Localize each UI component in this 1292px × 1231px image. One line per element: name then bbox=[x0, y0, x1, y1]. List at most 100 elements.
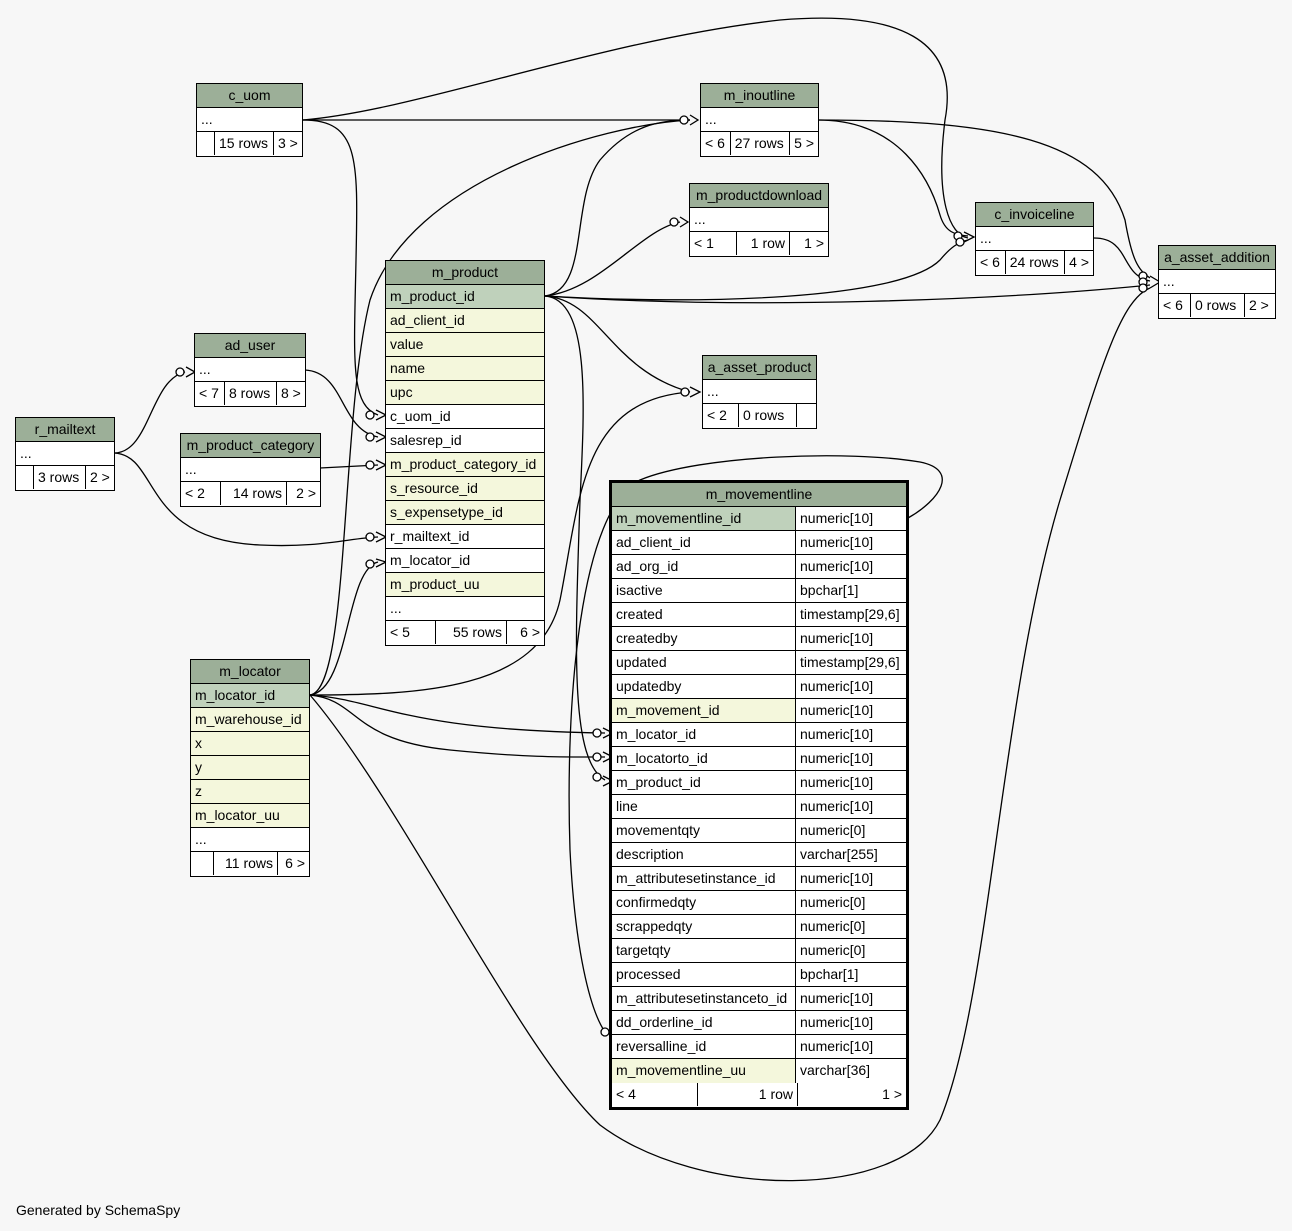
parents-count bbox=[197, 132, 215, 155]
table-footer: < 4 1 row 1 > bbox=[612, 1083, 906, 1107]
table-title: c_uom bbox=[197, 84, 302, 108]
column-type: numeric[10] bbox=[800, 750, 874, 766]
column-name: m_product_id bbox=[612, 771, 796, 794]
parents-count: < 6 bbox=[701, 132, 731, 155]
table-title: m_product bbox=[386, 261, 544, 285]
edge-m-locator-a-asset-addition bbox=[309, 287, 1151, 1182]
children-count: 6 > bbox=[285, 855, 305, 871]
column-type: varchar[36] bbox=[796, 1059, 906, 1083]
children-count: 3 > bbox=[278, 135, 298, 151]
column-name: updatedby bbox=[612, 675, 796, 698]
column-name: m_attributesetinstanceto_id bbox=[612, 987, 796, 1010]
column-name: description bbox=[612, 843, 796, 866]
column-type: numeric[0] bbox=[800, 918, 866, 934]
table-ad-user[interactable]: ad_user ... < 7 8 rows 8 > bbox=[194, 333, 306, 407]
column-name: m_locator_id bbox=[612, 723, 796, 746]
table-m-locator[interactable]: m_locator m_locator_id m_warehouse_id x … bbox=[190, 659, 310, 877]
table-m-product-category[interactable]: m_product_category ... < 2 14 rows 2 > bbox=[180, 433, 321, 507]
column-name: reversalline_id bbox=[612, 1035, 796, 1058]
column-name: m_movementline_uu bbox=[612, 1059, 796, 1083]
column-type: numeric[0] bbox=[800, 822, 866, 838]
column-type: numeric[10] bbox=[800, 990, 874, 1006]
column-type: numeric[10] bbox=[800, 870, 874, 886]
edge-m-product-m-movementline bbox=[544, 295, 606, 781]
column-name: createdby bbox=[612, 627, 796, 650]
table-title: a_asset_addition bbox=[1159, 246, 1275, 270]
column-name: m_locatorto_id bbox=[612, 747, 796, 770]
edge-m-locator-a-asset-product bbox=[309, 391, 691, 696]
column-type: numeric[10] bbox=[800, 534, 874, 550]
column-name: m_attributesetinstance_id bbox=[612, 867, 796, 890]
table-footer: < 6 27 rows 5 > bbox=[701, 132, 818, 156]
row-count: 3 rows bbox=[34, 466, 86, 489]
table-row: ... bbox=[701, 108, 818, 132]
column-name: ad_client_id bbox=[612, 531, 796, 554]
column-name: dd_orderline_id bbox=[612, 1011, 796, 1034]
row-count: 1 row bbox=[698, 1083, 798, 1106]
edge-r-mailtext-ad-user bbox=[113, 371, 186, 454]
parents-count: < 5 bbox=[386, 621, 436, 644]
table-footer: < 6 24 rows 4 > bbox=[976, 251, 1093, 275]
table-m-productdownload[interactable]: m_productdownload ... < 1 1 row 1 > bbox=[689, 183, 829, 257]
parents-count: < 2 bbox=[181, 482, 221, 505]
children-count: 2 > bbox=[296, 485, 316, 501]
table-c-uom[interactable]: c_uom ... 15 rows 3 > bbox=[196, 83, 303, 157]
table-a-asset-product[interactable]: a_asset_product ... < 2 0 rows bbox=[702, 355, 817, 429]
column-name: scrappedqty bbox=[612, 915, 796, 938]
table-r-mailtext[interactable]: r_mailtext ... 3 rows 2 > bbox=[15, 417, 115, 491]
table-m-inoutline[interactable]: m_inoutline ... < 6 27 rows 5 > bbox=[700, 83, 819, 157]
column-type: numeric[10] bbox=[800, 1014, 874, 1030]
column-type: numeric[10] bbox=[800, 1038, 874, 1054]
column-name: m_movement_id bbox=[612, 699, 796, 722]
column-type: bpchar[1] bbox=[800, 582, 859, 598]
children-count: 2 > bbox=[90, 469, 110, 485]
table-c-invoiceline[interactable]: c_invoiceline ... < 6 24 rows 4 > bbox=[975, 202, 1094, 276]
row-count: 55 rows bbox=[436, 621, 507, 644]
generated-by-footer: Generated by SchemaSpy bbox=[16, 1202, 181, 1218]
row-count: 11 rows bbox=[214, 852, 278, 875]
table-title: a_asset_product bbox=[703, 356, 816, 380]
parents-count: < 6 bbox=[1159, 294, 1191, 317]
column-type: varchar[255] bbox=[800, 846, 878, 862]
table-footer: < 2 0 rows bbox=[703, 404, 816, 428]
column-name: line bbox=[612, 795, 796, 818]
row-count: 15 rows bbox=[215, 132, 274, 155]
column-name: updated bbox=[612, 651, 796, 674]
column-type: numeric[10] bbox=[800, 558, 874, 574]
edge-m-product-m-productdownload bbox=[544, 221, 681, 297]
table-footer: < 5 55 rows 6 > bbox=[386, 621, 544, 645]
children-count: 4 > bbox=[1069, 254, 1089, 270]
column-name: confirmedqty bbox=[612, 891, 796, 914]
edge-m-locator-m-movementline-2 bbox=[309, 694, 606, 758]
parents-count: < 2 bbox=[703, 404, 739, 427]
column-m-locator-id: m_locator_id bbox=[386, 549, 544, 573]
table-footer: < 6 0 rows 2 > bbox=[1159, 294, 1275, 318]
column-type: numeric[10] bbox=[796, 507, 906, 530]
column-m-locator-uu: m_locator_uu bbox=[191, 804, 309, 828]
row-count: 1 row bbox=[737, 232, 790, 255]
row-count: 24 rows bbox=[1006, 251, 1066, 274]
table-m-product[interactable]: m_product m_product_id ad_client_id valu… bbox=[385, 260, 545, 646]
column-type: numeric[10] bbox=[800, 774, 874, 790]
column-type: numeric[0] bbox=[800, 894, 866, 910]
table-a-asset-addition[interactable]: a_asset_addition ... < 6 0 rows 2 > bbox=[1158, 245, 1276, 319]
table-row: ... bbox=[16, 442, 114, 466]
table-title: m_locator bbox=[191, 660, 309, 684]
edge-c-uom-m-product bbox=[302, 119, 379, 416]
column-type: timestamp[29,6] bbox=[800, 654, 900, 670]
column-more: ... bbox=[386, 597, 544, 621]
table-footer: 15 rows 3 > bbox=[197, 132, 302, 156]
column-s-expensetype-id: s_expensetype_id bbox=[386, 501, 544, 525]
column-name: ad_org_id bbox=[612, 555, 796, 578]
